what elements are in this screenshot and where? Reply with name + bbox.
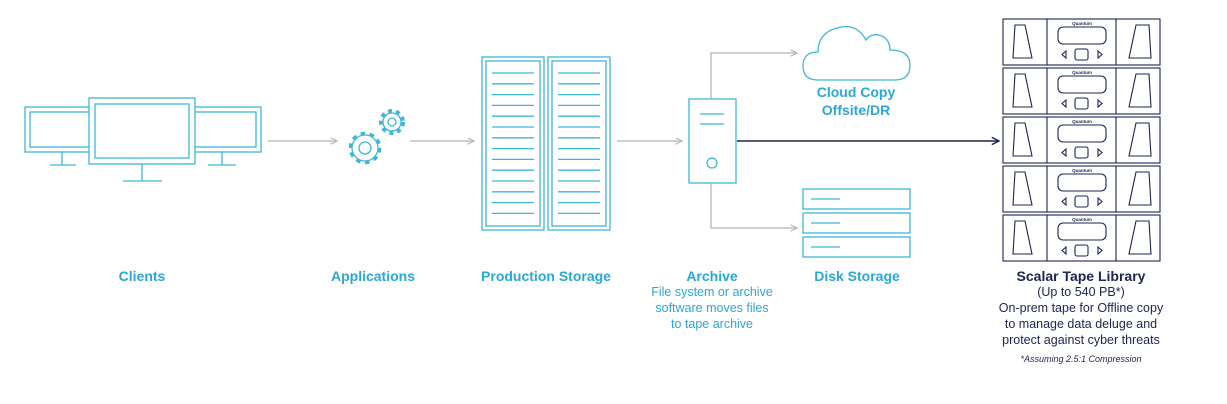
storage-rack-icon <box>481 56 611 231</box>
tape-module-brand: Quantum <box>1072 119 1092 124</box>
server-tower-icon <box>688 98 737 184</box>
tape-module: Quantum <box>1002 165 1161 213</box>
cloud-label-line-2: Offsite/DR <box>821 102 891 118</box>
applications-label: Applications <box>330 268 415 284</box>
connector-archive-cloud <box>710 53 797 99</box>
clients-label: Clients <box>118 268 166 284</box>
archive-block: Archive File system or archive software … <box>632 268 792 332</box>
disk-stack-icon <box>802 188 911 258</box>
tape-library-description-line-1: (Up to 540 PB*) <box>1037 285 1125 299</box>
archive-description-line-3: to tape archive <box>671 317 753 331</box>
archive-description-line-2: software moves files <box>655 301 769 315</box>
tape-module-brand: Quantum <box>1072 217 1092 222</box>
tape-library-description-line-3: to manage data deluge and <box>1004 317 1158 331</box>
archive-description-line-1: File system or archive <box>651 285 773 299</box>
tape-module: Quantum <box>1002 18 1161 66</box>
cloud-block: Cloud Copy Offsite/DR <box>796 84 916 118</box>
tape-library-label: Scalar Tape Library <box>1016 268 1146 284</box>
tape-library-block: Scalar Tape Library (Up to 540 PB*) On-p… <box>970 268 1192 364</box>
tape-module: Quantum <box>1002 214 1161 262</box>
cloud-label-line-1: Cloud Copy <box>816 84 896 100</box>
archive-label: Archive <box>686 268 738 284</box>
production-storage-label: Production Storage <box>481 268 611 284</box>
tape-module-brand: Quantum <box>1072 70 1092 75</box>
tape-module-brand: Quantum <box>1072 168 1092 173</box>
tape-library-description-line-2: On-prem tape for Offline copy <box>998 301 1164 315</box>
tape-library-footnote: *Assuming 2.5:1 Compression <box>1020 354 1142 364</box>
cloud-icon <box>802 25 911 81</box>
tape-module: Quantum <box>1002 116 1161 164</box>
tape-module-brand: Quantum <box>1072 21 1092 26</box>
disk-storage-label: Disk Storage <box>814 268 900 284</box>
tape-module: Quantum <box>1002 67 1161 115</box>
gears-icon <box>347 109 405 166</box>
tape-library-description-line-4: protect against cyber threats <box>1002 333 1160 347</box>
connector-archive-disk <box>710 183 797 228</box>
monitors-icon <box>24 97 262 182</box>
